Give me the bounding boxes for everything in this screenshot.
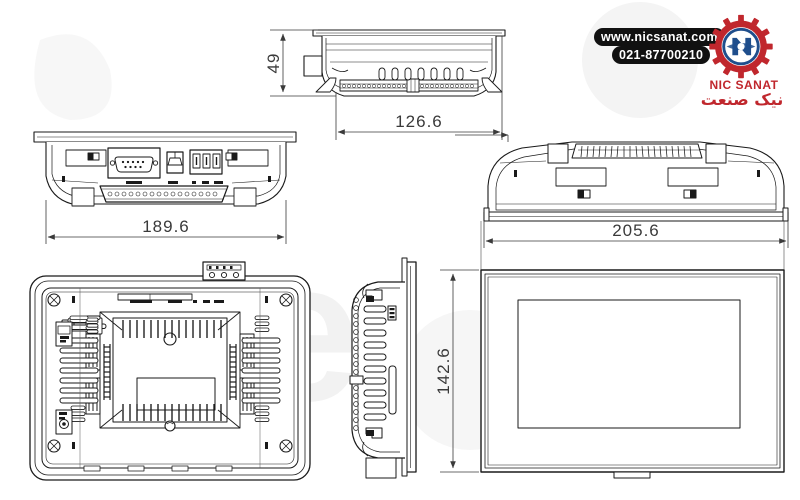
dimension-205-6 bbox=[483, 221, 789, 248]
3-pin-terminal-block bbox=[189, 149, 223, 175]
dimension-49-label: 49 bbox=[264, 53, 283, 74]
view-top-edge bbox=[303, 29, 506, 97]
mounting-screw bbox=[47, 439, 61, 453]
dimension-189-6 bbox=[45, 200, 287, 244]
usb-b-port bbox=[166, 151, 184, 174]
view-bottom-connectors bbox=[33, 131, 297, 207]
rear-lower-recess bbox=[55, 409, 73, 435]
view-top-profile bbox=[483, 141, 789, 222]
view-side-profile bbox=[349, 257, 417, 479]
view-rear-housing bbox=[29, 261, 311, 481]
view-front-bezel bbox=[480, 269, 785, 479]
dimension-126-6 bbox=[335, 36, 503, 140]
dimension-142-6-label: 142.6 bbox=[434, 347, 453, 395]
dimension-49 bbox=[270, 29, 336, 97]
db9-serial-port bbox=[107, 147, 161, 179]
dimension-205-6-label: 205.6 bbox=[612, 221, 660, 240]
dimension-142-6 bbox=[440, 269, 479, 473]
projection-lines bbox=[480, 221, 785, 270]
dimension-126-6-label: 126.6 bbox=[395, 112, 443, 131]
mounting-screw bbox=[279, 293, 293, 307]
rear-power-terminal bbox=[202, 261, 246, 281]
mounting-screw bbox=[47, 293, 61, 307]
expansion-slot bbox=[99, 185, 229, 203]
dimension-189-6-label: 189.6 bbox=[142, 217, 190, 236]
mounting-screw bbox=[279, 439, 293, 453]
leader-line-top-profile bbox=[455, 132, 509, 142]
